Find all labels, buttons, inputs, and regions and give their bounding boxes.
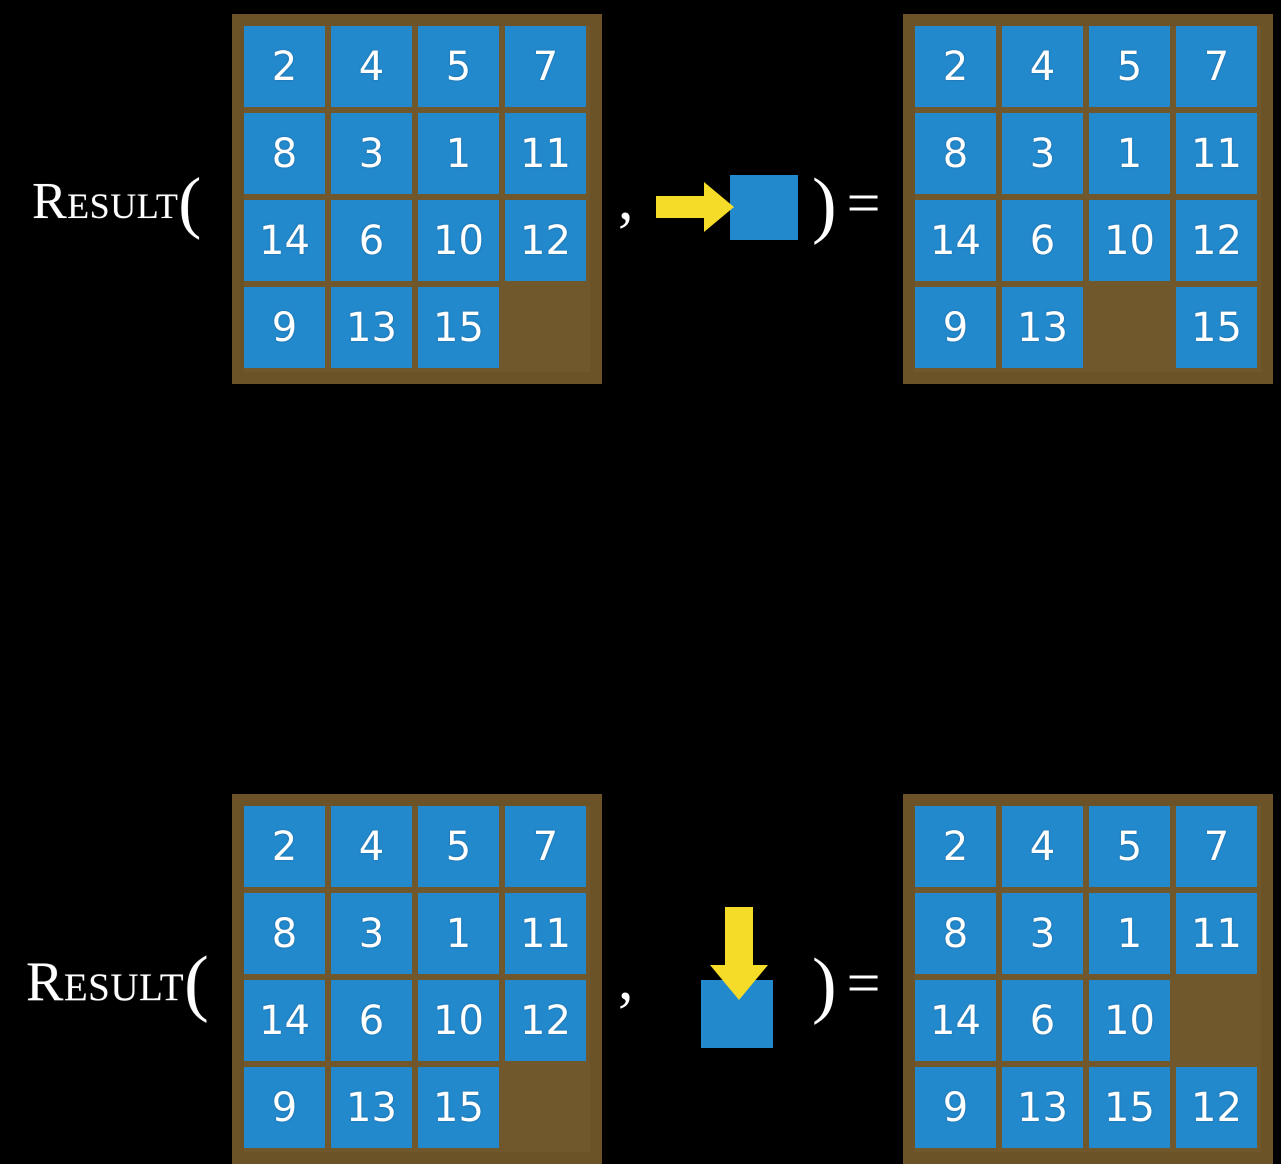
tile[interactable]: 1 (1089, 113, 1170, 194)
blank-tile (1089, 287, 1170, 368)
tile[interactable]: 10 (1089, 200, 1170, 281)
tile[interactable]: 4 (331, 806, 412, 887)
tile[interactable]: 15 (1176, 287, 1257, 368)
tile[interactable]: 1 (418, 113, 499, 194)
tile[interactable]: 14 (915, 200, 996, 281)
tile[interactable]: 15 (1089, 1067, 1170, 1148)
equation-row-1: Result( 2 4 5 7 8 3 1 11 14 6 10 12 9 13… (0, 0, 1281, 390)
output-board-row-2: 2 4 5 7 8 3 1 11 14 6 10 9 13 15 12 (903, 794, 1273, 1164)
move-tile-row-1 (730, 175, 798, 240)
tile[interactable]: 12 (505, 200, 586, 281)
tile[interactable]: 13 (1002, 287, 1083, 368)
input-board-row-2: 2 4 5 7 8 3 1 11 14 6 10 12 9 13 15 (232, 794, 602, 1164)
tile[interactable]: 8 (915, 893, 996, 974)
tile[interactable]: 2 (915, 806, 996, 887)
tile[interactable]: 10 (418, 980, 499, 1061)
tile[interactable]: 12 (505, 980, 586, 1061)
output-board-row-1: 2 4 5 7 8 3 1 11 14 6 10 12 9 13 15 (903, 14, 1273, 384)
right-arrow-icon (656, 182, 734, 232)
tile[interactable]: 1 (418, 893, 499, 974)
tile[interactable]: 14 (244, 200, 325, 281)
tile[interactable]: 2 (915, 26, 996, 107)
result-word-row-2: Result (26, 951, 185, 1013)
equals-sign-row-1: = (846, 170, 881, 236)
tile[interactable]: 11 (1176, 893, 1257, 974)
tile[interactable]: 4 (331, 26, 412, 107)
tile[interactable]: 10 (1089, 980, 1170, 1061)
tile[interactable]: 3 (1002, 113, 1083, 194)
tile[interactable]: 15 (418, 1067, 499, 1148)
comma-row-2: , (618, 945, 634, 1013)
tile[interactable]: 9 (915, 1067, 996, 1148)
tile[interactable]: 7 (1176, 806, 1257, 887)
tile[interactable]: 3 (331, 113, 412, 194)
tile[interactable]: 2 (244, 26, 325, 107)
open-paren-row-2: ( (184, 941, 210, 1024)
comma-row-1: , (618, 165, 634, 233)
tile[interactable]: 5 (1089, 806, 1170, 887)
move-glyph-row-1 (650, 170, 810, 250)
tile[interactable]: 8 (244, 113, 325, 194)
tile[interactable]: 4 (1002, 26, 1083, 107)
open-paren-row-1: ( (178, 163, 202, 240)
blank-tile (505, 1067, 586, 1148)
tile[interactable]: 9 (244, 1067, 325, 1148)
tile[interactable]: 8 (915, 113, 996, 194)
blank-tile (1176, 980, 1257, 1061)
result-label-row-2: Result( (26, 945, 209, 1019)
tile[interactable]: 11 (505, 893, 586, 974)
tile[interactable]: 5 (418, 26, 499, 107)
tile[interactable]: 5 (1089, 26, 1170, 107)
tile[interactable]: 8 (244, 893, 325, 974)
tile[interactable]: 7 (505, 26, 586, 107)
tile[interactable]: 13 (331, 287, 412, 368)
equation-row-2: Result( 2 4 5 7 8 3 1 11 14 6 10 12 9 13… (0, 390, 1281, 1164)
tile[interactable]: 7 (505, 806, 586, 887)
tile[interactable]: 6 (331, 980, 412, 1061)
tile[interactable]: 1 (1089, 893, 1170, 974)
tile[interactable]: 6 (331, 200, 412, 281)
tile[interactable]: 10 (418, 200, 499, 281)
tile[interactable]: 13 (1002, 1067, 1083, 1148)
tile[interactable]: 11 (505, 113, 586, 194)
tile[interactable]: 6 (1002, 200, 1083, 281)
tile[interactable]: 9 (244, 287, 325, 368)
tile[interactable]: 7 (1176, 26, 1257, 107)
close-paren-equals-row-1: )= (812, 168, 881, 242)
equals-sign-row-2: = (846, 950, 881, 1016)
tile[interactable]: 14 (244, 980, 325, 1061)
tile[interactable]: 3 (331, 893, 412, 974)
tile[interactable]: 5 (418, 806, 499, 887)
blank-tile (505, 287, 586, 368)
close-paren-equals-row-2: )= (812, 948, 881, 1022)
tile[interactable]: 11 (1176, 113, 1257, 194)
tile[interactable]: 6 (1002, 980, 1083, 1061)
result-label-row-1: Result( (32, 168, 202, 237)
tile[interactable]: 3 (1002, 893, 1083, 974)
tile[interactable]: 14 (915, 980, 996, 1061)
tile[interactable]: 9 (915, 287, 996, 368)
tile[interactable]: 4 (1002, 806, 1083, 887)
close-paren-row-1: ) (812, 164, 837, 246)
input-board-row-1: 2 4 5 7 8 3 1 11 14 6 10 12 9 13 15 (232, 14, 602, 384)
close-paren-row-2: ) (812, 944, 837, 1026)
tile[interactable]: 2 (244, 806, 325, 887)
result-word-row-1: Result (32, 173, 179, 230)
move-glyph-row-2 (690, 895, 800, 1060)
tile[interactable]: 13 (331, 1067, 412, 1148)
tile[interactable]: 12 (1176, 1067, 1257, 1148)
tile[interactable]: 15 (418, 287, 499, 368)
down-arrow-icon (710, 907, 768, 1000)
tile[interactable]: 12 (1176, 200, 1257, 281)
